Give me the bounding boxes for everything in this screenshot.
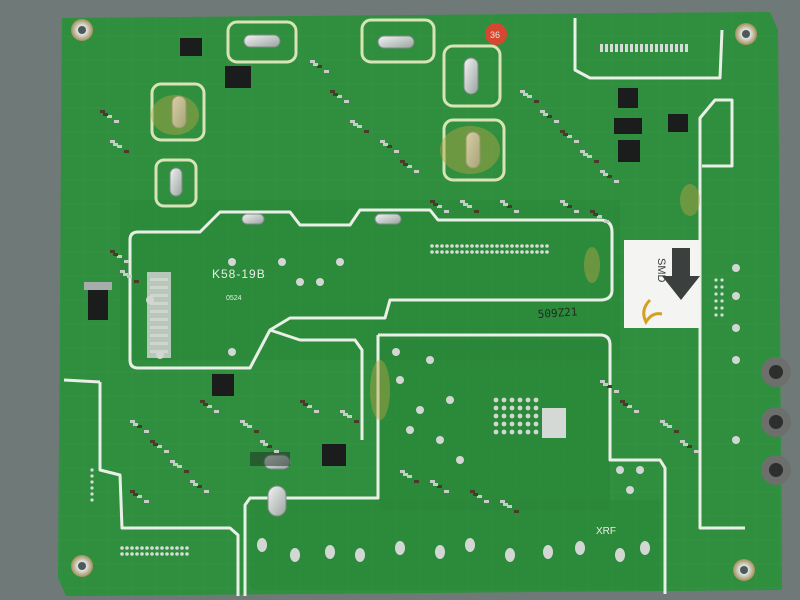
date-code: 0524 <box>226 295 242 302</box>
flux-stains <box>151 95 700 420</box>
red-mark-text: 36 <box>490 30 500 40</box>
mounting-holes <box>71 19 757 581</box>
red-dot <box>485 23 507 45</box>
silkscreen-outlines <box>63 18 745 596</box>
pad-outlines <box>150 18 506 208</box>
handwritten-code: 509Z21 <box>537 305 578 321</box>
smd-passives <box>100 60 699 513</box>
large-pads <box>169 34 481 517</box>
smd-label: SMD <box>655 258 667 283</box>
rca-jacks <box>761 357 791 485</box>
heatsink-area <box>147 272 566 438</box>
pin-rows <box>90 44 724 556</box>
rf-label: XRF <box>596 526 616 537</box>
smd-sticker <box>624 240 700 328</box>
via-grid <box>146 258 740 562</box>
board-marking: K58-19B <box>212 267 266 281</box>
smd-ics <box>84 38 688 466</box>
